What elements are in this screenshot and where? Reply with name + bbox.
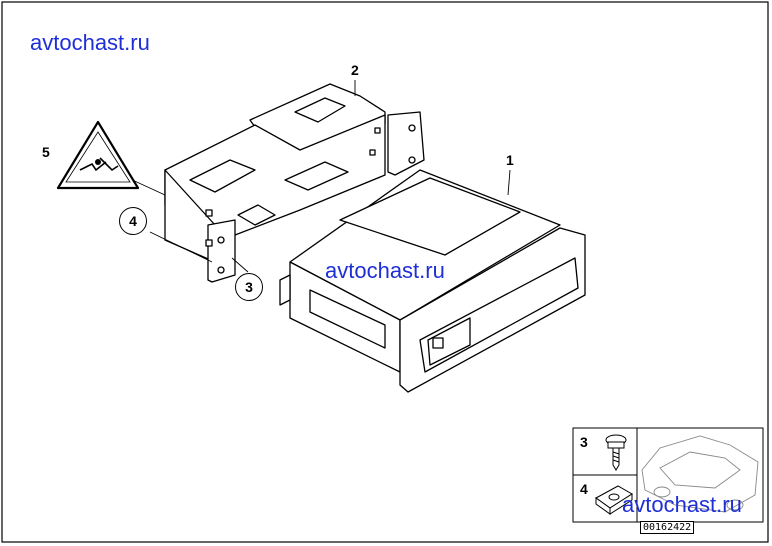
watermark-bottom-right: avtochast.ru — [622, 492, 742, 517]
mounting-bracket — [164, 83, 425, 283]
cd-changer-unit — [279, 169, 586, 393]
callout-part-3: 3 — [235, 273, 263, 301]
inset-label-4: 4 — [580, 481, 588, 497]
car-outline-icon — [641, 435, 759, 513]
leader-lines — [127, 80, 511, 273]
callout-part-5: 5 — [42, 144, 50, 160]
clip-nut-icon — [595, 485, 633, 515]
watermark-top-left: avtochast.ru — [30, 30, 150, 55]
electric-shock-warning-icon — [56, 120, 140, 190]
callout-part-1: 1 — [506, 152, 514, 168]
callout-part-2: 2 — [351, 62, 359, 78]
screw-icon — [605, 434, 627, 471]
inset-label-3: 3 — [580, 434, 588, 450]
watermark-center: avtochast.ru — [325, 258, 445, 283]
part-number: 00162422 — [640, 521, 695, 534]
callout-part-4: 4 — [119, 207, 147, 235]
